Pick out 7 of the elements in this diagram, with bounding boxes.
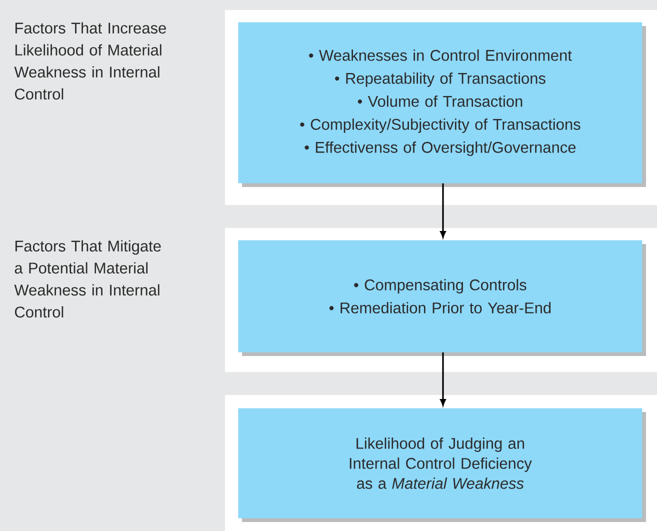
- arrow: [440, 352, 446, 406]
- side-label: Factors That Increase Likelihood of Material Weakness in Internal Control: [14, 22, 166, 100]
- text-box: • Weaknesses in Control Environment • Repeatability of Transactions • Volume of Transaction • Complexity/Subjectivity of Transactions • Effectivenss of Oversight/Governance: [238, 22, 646, 187]
- side-label: Factors That Mitigate a Potential Material Weakness in Internal Control: [14, 240, 161, 318]
- text-box: Likelihood of Judging an Internal Control Deficiency as a Material Weakness: [238, 408, 646, 522]
- arrow: [440, 183, 446, 238]
- text-box: • Compensating Controls • Remediation Prior to Year-End: [238, 240, 646, 356]
